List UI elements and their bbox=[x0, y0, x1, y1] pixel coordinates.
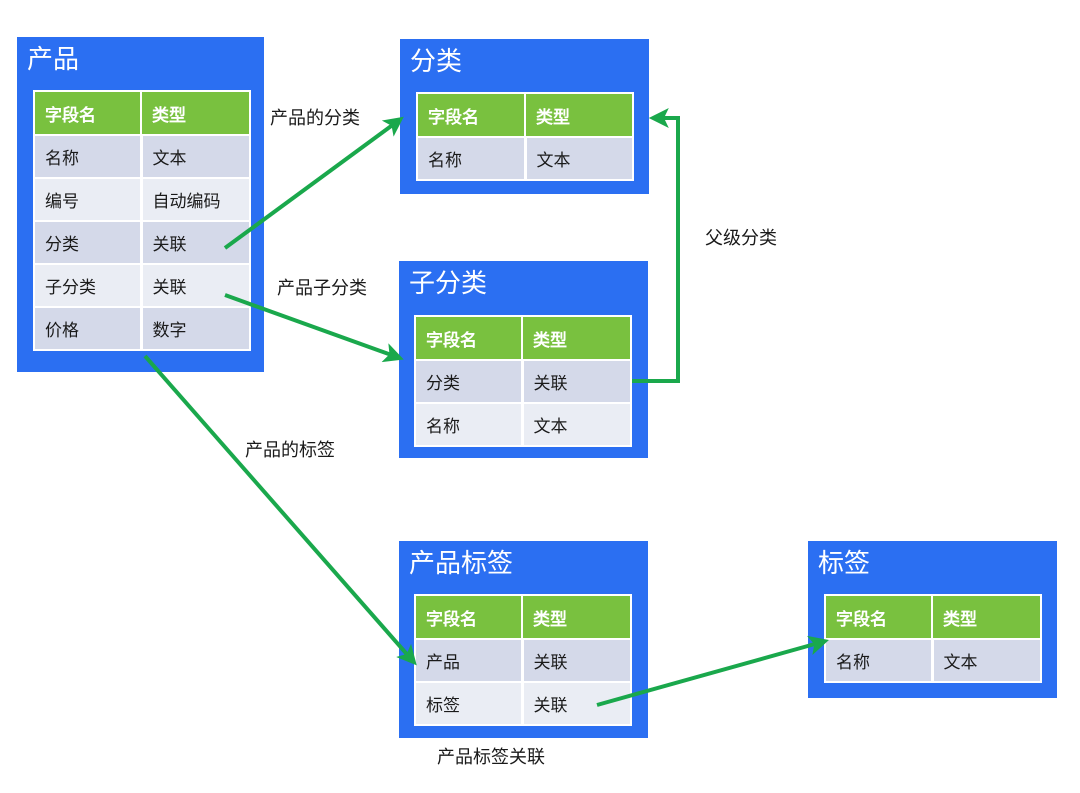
relation-label-parent-category: 父级分类 bbox=[705, 228, 777, 249]
table-row: 名称 文本 bbox=[416, 136, 634, 181]
entity-product: 产品 字段名 类型 名称 文本 编号 自动编码 分类 关联 子分类 关联 价格 … bbox=[17, 37, 264, 372]
field-type: 文本 bbox=[520, 402, 632, 447]
header-field-name: 字段名 bbox=[414, 594, 523, 640]
field-name: 分类 bbox=[414, 359, 523, 404]
field-table: 字段名 类型 名称 文本 编号 自动编码 分类 关联 子分类 关联 价格 数字 bbox=[33, 90, 251, 351]
table-row: 名称 文本 bbox=[414, 402, 632, 447]
field-type: 数字 bbox=[139, 306, 251, 351]
table-row: 名称 文本 bbox=[33, 134, 251, 179]
entity-title: 产品 bbox=[27, 45, 80, 75]
relation-label-product-tags: 产品的标签 bbox=[245, 440, 335, 461]
arrow-product-tag-link bbox=[596, 635, 829, 707]
header-type: 类型 bbox=[931, 594, 1042, 640]
field-type: 文本 bbox=[139, 134, 251, 179]
field-table: 字段名 类型 分类 关联 名称 文本 bbox=[414, 315, 632, 447]
table-row: 价格 数字 bbox=[33, 306, 251, 351]
entity-product-tag: 产品标签 字段名 类型 产品 关联 标签 关联 bbox=[399, 541, 648, 738]
field-type: 文本 bbox=[930, 638, 1042, 683]
header-field-name: 字段名 bbox=[824, 594, 933, 640]
header-field-name: 字段名 bbox=[33, 90, 142, 136]
field-name: 编号 bbox=[33, 177, 142, 222]
table-row: 分类 关联 bbox=[33, 220, 251, 265]
arrow-product-category bbox=[223, 116, 404, 250]
field-name: 名称 bbox=[414, 402, 523, 447]
field-table: 字段名 类型 产品 关联 标签 关联 bbox=[414, 594, 632, 726]
entity-title: 产品标签 bbox=[409, 549, 514, 579]
field-table: 字段名 类型 名称 文本 bbox=[824, 594, 1042, 683]
entity-title: 子分类 bbox=[409, 269, 488, 299]
relation-label-product-subcategory: 产品子分类 bbox=[277, 278, 367, 299]
field-type: 关联 bbox=[520, 681, 632, 726]
field-type: 关联 bbox=[139, 263, 251, 308]
table-row: 产品 关联 bbox=[414, 638, 632, 683]
field-table: 字段名 类型 名称 文本 bbox=[416, 92, 634, 181]
header-type: 类型 bbox=[140, 90, 251, 136]
table-row: 子分类 关联 bbox=[33, 263, 251, 308]
field-name: 标签 bbox=[414, 681, 523, 726]
table-row: 分类 关联 bbox=[414, 359, 632, 404]
header-field-name: 字段名 bbox=[414, 315, 523, 361]
arrow-product-subcategory bbox=[224, 293, 404, 363]
field-name: 名称 bbox=[824, 638, 933, 683]
table-row: 名称 文本 bbox=[824, 638, 1042, 683]
field-name: 子分类 bbox=[33, 263, 142, 308]
field-name: 分类 bbox=[33, 220, 142, 265]
table-row: 标签 关联 bbox=[414, 681, 632, 726]
field-type: 自动编码 bbox=[139, 177, 251, 222]
entity-tag: 标签 字段名 类型 名称 文本 bbox=[808, 541, 1057, 698]
table-row: 编号 自动编码 bbox=[33, 177, 251, 222]
field-type: 文本 bbox=[523, 136, 634, 181]
field-name: 名称 bbox=[416, 136, 526, 181]
arrow-product-tags bbox=[143, 354, 417, 666]
field-name: 价格 bbox=[33, 306, 142, 351]
relation-label-product-tag-link: 产品标签关联 bbox=[437, 747, 545, 768]
field-name: 名称 bbox=[33, 134, 142, 179]
field-name: 产品 bbox=[414, 638, 523, 683]
header-type: 类型 bbox=[521, 315, 632, 361]
relation-label-product-category: 产品的分类 bbox=[270, 108, 360, 129]
entity-subcategory: 子分类 字段名 类型 分类 关联 名称 文本 bbox=[399, 261, 648, 458]
entity-title: 分类 bbox=[410, 47, 463, 77]
entity-category: 分类 字段名 类型 名称 文本 bbox=[400, 39, 649, 194]
entity-title: 标签 bbox=[818, 549, 871, 579]
header-type: 类型 bbox=[524, 92, 634, 138]
field-type: 关联 bbox=[520, 359, 632, 404]
header-field-name: 字段名 bbox=[416, 92, 526, 138]
header-type: 类型 bbox=[521, 594, 632, 640]
arrow-parent-category bbox=[632, 108, 680, 383]
field-type: 关联 bbox=[520, 638, 632, 683]
